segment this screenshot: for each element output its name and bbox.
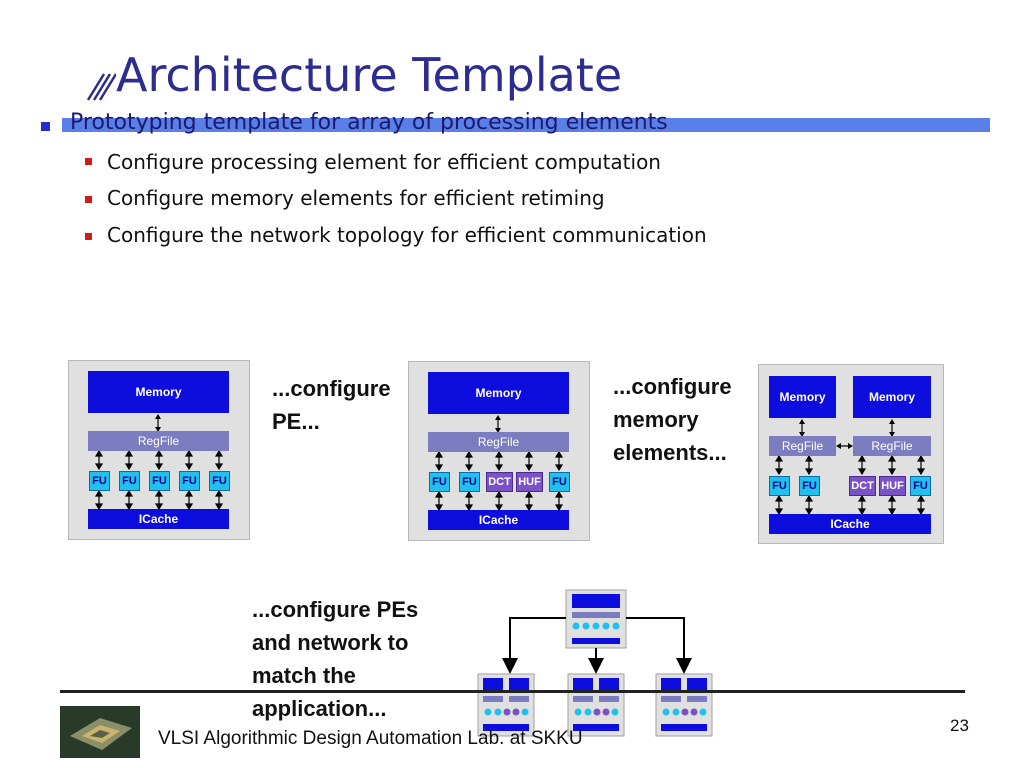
icache-block: ICache xyxy=(769,514,931,534)
regfile-block-right: RegFile xyxy=(853,436,931,456)
bidirectional-arrow-icon xyxy=(155,414,161,432)
fu-unit: FU xyxy=(549,472,570,492)
fu-unit: FU xyxy=(910,476,931,496)
fu-unit: FU xyxy=(459,472,480,492)
regfile-block-left: RegFile xyxy=(769,436,836,456)
sub-bullet-3: Configure the network topology for effic… xyxy=(107,223,707,247)
title-underline-bar xyxy=(62,118,990,132)
main-bullet-text: Prototyping template for array of proces… xyxy=(70,110,668,135)
fu-unit: FU xyxy=(769,476,790,496)
footer-divider xyxy=(60,690,965,693)
bidirectional-arrow-icon xyxy=(495,415,501,433)
fu-arrows xyxy=(434,452,564,512)
dct-unit: DCT xyxy=(486,472,513,492)
sub-bullet-square-icon xyxy=(85,233,92,240)
dct-unit: DCT xyxy=(849,476,876,496)
fu-arrows xyxy=(94,451,224,511)
chip-logo-icon xyxy=(60,706,140,758)
pe-panel-configured: Memory RegFile FU FU DCT HUF FU ICache xyxy=(408,361,590,541)
slide-title: Architecture Template xyxy=(116,48,623,102)
memory-block: Memory xyxy=(88,371,229,413)
fu-unit: FU xyxy=(209,471,230,491)
memory-block-left: Memory xyxy=(769,376,836,418)
fu-unit: FU xyxy=(179,471,200,491)
fu-unit: FU xyxy=(119,471,140,491)
memory-block: Memory xyxy=(428,372,569,414)
caption-configure-memory: ...configure memory elements... xyxy=(613,374,732,465)
fu-unit: FU xyxy=(799,476,820,496)
fu-unit: FU xyxy=(429,472,450,492)
caption-configure-pe: ...configure PE... xyxy=(272,376,391,434)
sub-bullet-2: Configure memory elements for efficient … xyxy=(107,186,605,210)
network-topology-diagram xyxy=(477,589,713,737)
regfile-block: RegFile xyxy=(88,431,229,451)
fu-unit: FU xyxy=(89,471,110,491)
horizontal-arrow-icon xyxy=(836,443,853,449)
bullet-square-icon xyxy=(41,122,50,131)
huf-unit: HUF xyxy=(879,476,906,496)
fu-unit: FU xyxy=(149,471,170,491)
footer-lab-name: VLSI Algorithmic Design Automation Lab. … xyxy=(158,728,583,749)
huf-unit: HUF xyxy=(516,472,543,492)
icache-block: ICache xyxy=(88,509,229,529)
sub-bullet-square-icon xyxy=(85,158,92,165)
sub-bullet-1: Configure processing element for efficie… xyxy=(107,150,661,174)
memory-block-right: Memory xyxy=(853,376,931,418)
bidirectional-arrow-icon xyxy=(799,419,805,437)
regfile-block: RegFile xyxy=(428,432,569,452)
pe-panel-memory-configured: Memory Memory RegFile RegFile FU FU DCT … xyxy=(758,364,944,544)
icache-block: ICache xyxy=(428,510,569,530)
sub-bullet-square-icon xyxy=(85,196,92,203)
caption-configure-network: ...configure PEs and network to match th… xyxy=(252,597,419,721)
page-number: 23 xyxy=(950,716,969,735)
title-slash-icon xyxy=(86,73,116,101)
fu-arrows xyxy=(774,456,926,516)
pe-panel-basic: Memory RegFile FU FU FU FU FU ICache xyxy=(68,360,250,540)
bidirectional-arrow-icon xyxy=(889,419,895,437)
